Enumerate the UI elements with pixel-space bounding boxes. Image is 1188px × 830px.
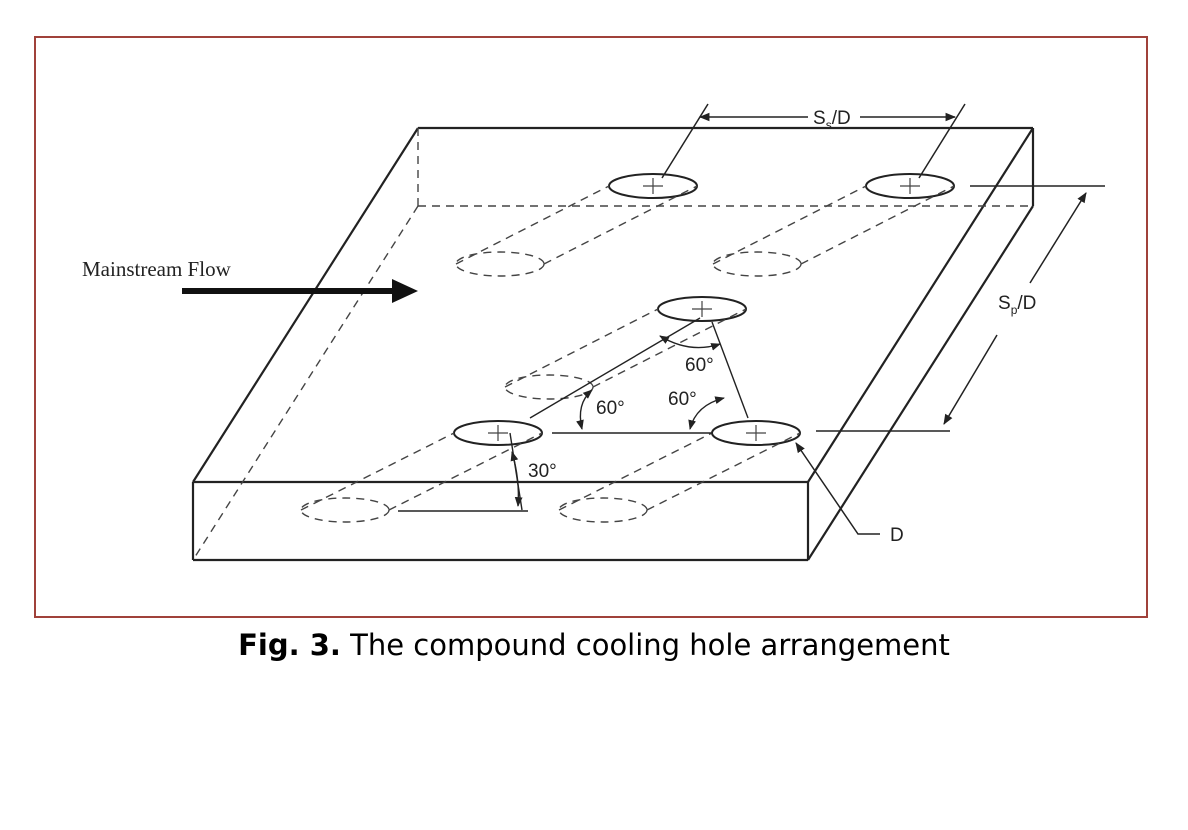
sp-tail: /D	[1017, 293, 1036, 314]
angle-60-left-label: 60°	[596, 398, 625, 419]
figure-frame	[34, 36, 1148, 618]
mainstream-flow-label: Mainstream Flow	[82, 257, 232, 281]
ss-main: S	[813, 108, 826, 129]
arc-60-right	[688, 396, 725, 430]
ss-dimension-label: Ss/D	[813, 108, 851, 132]
diameter-leader	[795, 442, 880, 535]
figure-caption: Fig. 3. The compound cooling hole arrang…	[0, 628, 1188, 662]
arc-60-top	[659, 335, 721, 351]
hole-exit-4	[453, 420, 543, 446]
ss-dimension	[661, 103, 966, 179]
angle-arcs	[510, 335, 725, 507]
sp-main: S	[998, 293, 1011, 314]
hole-exit-3	[657, 296, 747, 322]
angle-30-label: 30°	[528, 461, 557, 482]
arc-60-left	[576, 389, 593, 430]
ss-tail: /D	[832, 108, 851, 129]
sp-sub: p	[1011, 303, 1018, 317]
diameter-label: D	[890, 525, 904, 546]
hole-exit-1	[608, 173, 698, 199]
angle-60-right-label: 60°	[668, 389, 697, 410]
sp-dimension	[816, 185, 1105, 432]
hole-exit-5	[711, 420, 801, 446]
ss-sub: s	[826, 118, 832, 132]
caption-figure-number: Fig. 3.	[238, 628, 341, 662]
mainstream-flow-arrow	[182, 279, 418, 303]
plate-hidden-edges	[192, 128, 1033, 561]
angle-60-top-label: 60°	[685, 355, 714, 376]
caption-text: The compound cooling hole arrangement	[340, 628, 950, 662]
hole-exit-2	[865, 173, 955, 199]
sp-dimension-label: Sp/D	[998, 293, 1036, 317]
plate-outline	[191, 126, 1035, 562]
hole-channels-hidden	[300, 185, 955, 523]
arc-30	[510, 451, 523, 507]
